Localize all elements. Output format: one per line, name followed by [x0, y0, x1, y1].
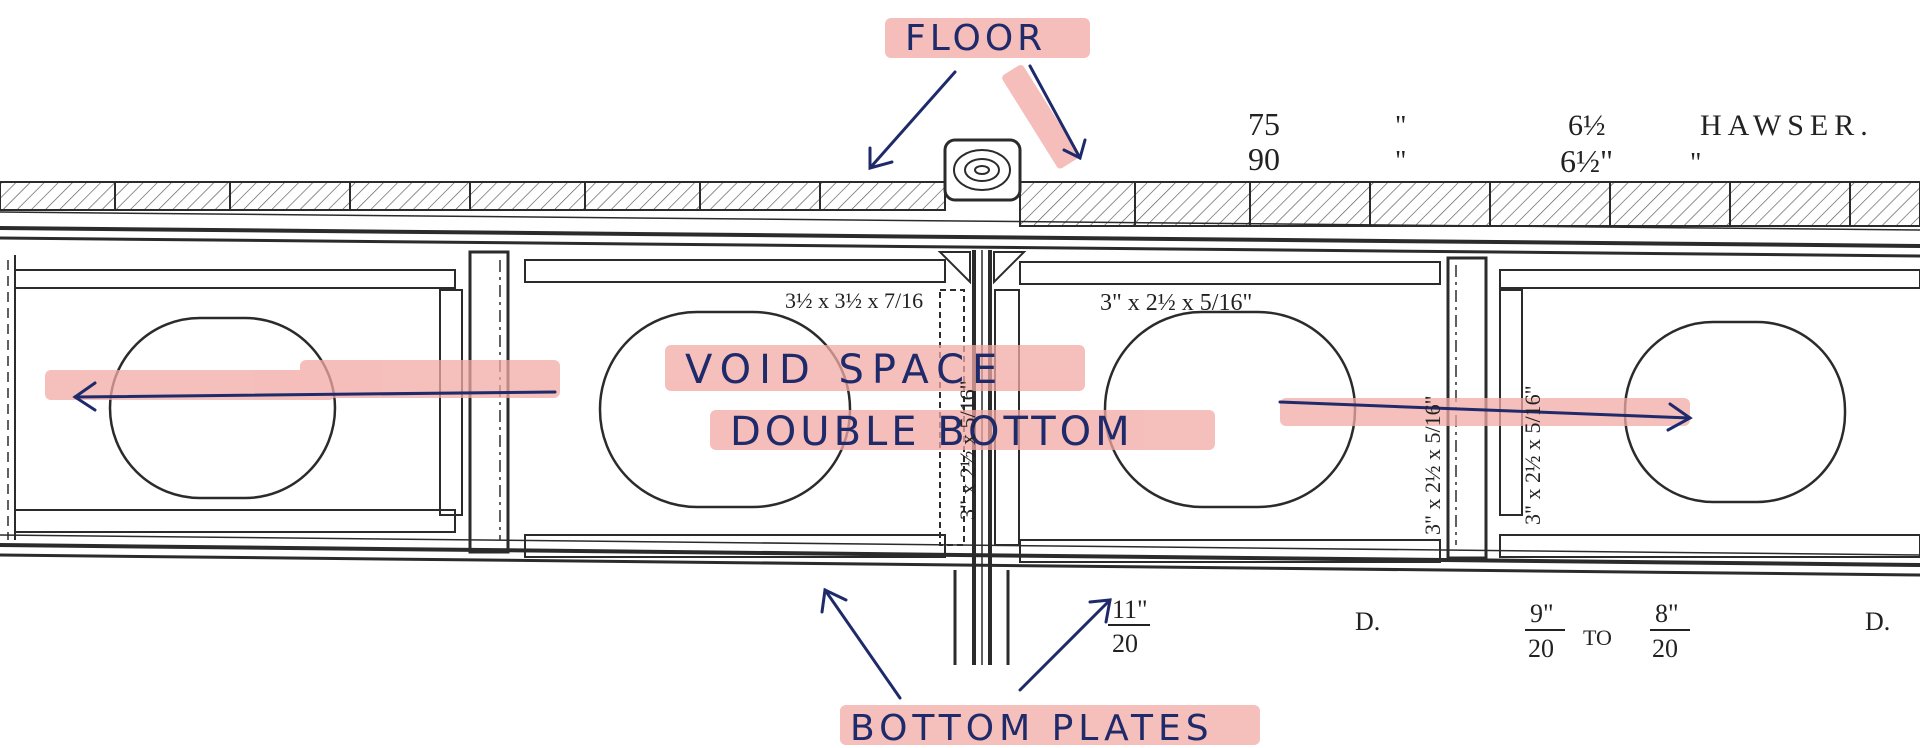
outer-bottom-plating — [0, 534, 1920, 577]
dim-plate-9-num: 9" — [1530, 599, 1554, 628]
note-row1-ditto: " — [1395, 111, 1406, 142]
inner-bottom-plating — [0, 211, 1920, 258]
note-row1-word: HAWSER. — [1700, 109, 1874, 142]
dim-vertical-center: 3" x 2½ x 5/16" — [955, 380, 980, 520]
handwritten-labels: FLOOR VOID SPACE DOUBLE BOTTOM BOTTOM PL… — [685, 18, 1214, 748]
mark-d1: D. — [1355, 607, 1380, 636]
floor-planking — [0, 181, 1920, 227]
dim-angle-top: 3" x 2½ x 5/16" — [1100, 290, 1252, 316]
dim-plate-to: TO — [1583, 625, 1612, 650]
dim-plate-8-num: 8" — [1655, 599, 1679, 628]
dim-angle-small: 3½ x 3½ x 7/16 — [785, 288, 923, 313]
bottom-plates-label: BOTTOM PLATES — [850, 708, 1214, 748]
dim-vertical-right2: 3" x 2½ x 5/16" — [1520, 385, 1545, 525]
note-row1-count: 75 — [1248, 106, 1280, 142]
dimension-labels: 3½ x 3½ x 7/16 3" x 2½ x 5/16" 3" x 2½ x… — [785, 288, 1890, 663]
note-row1-size: 6½ — [1568, 109, 1606, 142]
dim-plate-11-num: 11" — [1112, 595, 1148, 624]
note-row2-ditto: " — [1395, 146, 1406, 177]
note-row2-ditto2: " — [1690, 148, 1701, 179]
dim-vertical-right1: 3" x 2½ x 5/16" — [1420, 395, 1445, 535]
dim-plate-8-den: 20 — [1652, 634, 1678, 663]
note-row2-size: 6½" — [1560, 143, 1613, 179]
double-bottom-label: DOUBLE BOTTOM — [730, 409, 1134, 455]
centre-vertical-keel — [937, 250, 1027, 665]
mark-d2: D. — [1865, 607, 1890, 636]
floor-label: FLOOR — [905, 18, 1046, 59]
center-keelson-timber — [943, 138, 1022, 202]
void-space-label: VOID SPACE — [685, 347, 1005, 393]
dim-plate-9-den: 20 — [1528, 634, 1554, 663]
annotation-arrows — [72, 64, 1693, 700]
dim-plate-11-den: 20 — [1112, 629, 1138, 658]
printed-notes: 75 " 6½ HAWSER. 90 " 6½" " — [1248, 106, 1874, 179]
note-row2-count: 90 — [1248, 141, 1280, 177]
